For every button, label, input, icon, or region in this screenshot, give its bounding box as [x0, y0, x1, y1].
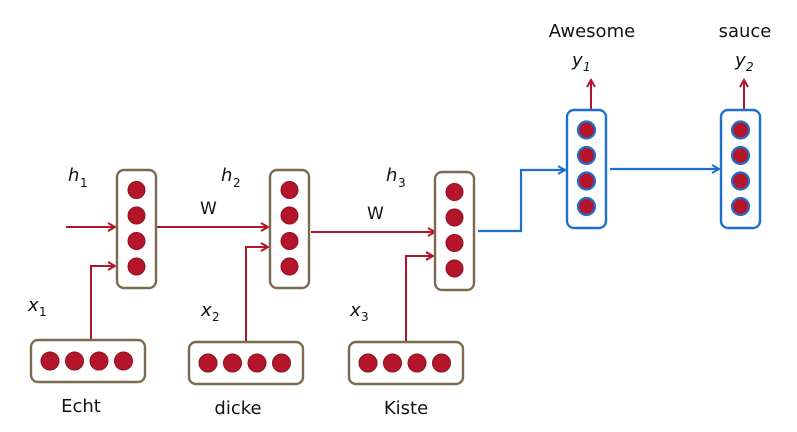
neuron — [358, 353, 378, 373]
neuron — [576, 196, 597, 217]
svg-text:1: 1 — [80, 176, 88, 190]
neuron — [127, 257, 146, 276]
layer-box — [187, 340, 305, 386]
decoder-arrows — [478, 169, 719, 233]
input-arrow-3 — [405, 256, 433, 342]
neuron — [127, 181, 146, 199]
input-label-2: x 2 — [200, 300, 220, 324]
svg-text:y: y — [734, 50, 746, 71]
neuron — [127, 206, 146, 225]
svg-text:2: 2 — [746, 60, 754, 74]
input-word-2: dicke — [214, 398, 261, 419]
recurrent-arrows — [66, 227, 435, 232]
svg-text:x: x — [349, 300, 361, 321]
hidden-layer-3 — [433, 170, 476, 292]
neuron — [280, 206, 299, 225]
input-arrow-1 — [90, 266, 115, 340]
weight-label-2: W — [367, 204, 384, 224]
neuron — [127, 232, 146, 250]
neuron — [730, 120, 751, 140]
svg-text:h: h — [221, 165, 232, 186]
input-layer-3 — [347, 340, 465, 386]
neuron — [445, 208, 464, 227]
hidden-layer-2 — [268, 168, 311, 290]
layer-box — [347, 340, 465, 386]
layer-box — [115, 168, 158, 290]
hidden-layer-1 — [115, 168, 158, 290]
neuron — [247, 353, 267, 373]
neuron — [280, 257, 299, 276]
neuron — [730, 171, 751, 191]
neuron — [223, 353, 242, 373]
output-word-1: Awesome — [549, 21, 635, 42]
neuron — [89, 351, 109, 371]
neuron — [576, 145, 597, 166]
svg-text:1: 1 — [39, 305, 47, 319]
decoder-layer-2 — [719, 108, 762, 230]
neuron — [432, 353, 451, 373]
neuron — [280, 232, 299, 250]
context-arrow — [478, 170, 565, 233]
input-word-1: Echt — [61, 396, 101, 417]
neuron — [576, 120, 597, 140]
layer-box — [29, 338, 147, 384]
neuron — [445, 234, 464, 252]
svg-text:y: y — [571, 50, 583, 71]
layer-box — [719, 108, 762, 230]
neuron — [445, 259, 464, 278]
output-label-1: y 1 — [571, 50, 591, 74]
neuron — [114, 351, 133, 371]
svg-text:2: 2 — [233, 176, 241, 190]
neuron — [40, 351, 60, 371]
input-label-1: x 1 — [27, 295, 47, 319]
layer-box — [565, 108, 608, 230]
output-arrows — [591, 80, 744, 110]
neuron — [383, 353, 402, 373]
input-arrows — [90, 247, 433, 342]
neuron — [730, 196, 751, 217]
svg-text:2: 2 — [212, 310, 220, 324]
svg-text:h: h — [386, 165, 397, 186]
layer-box — [268, 168, 311, 290]
svg-text:h: h — [68, 165, 79, 186]
neuron — [730, 145, 751, 166]
hidden-label-2: h 2 — [221, 165, 241, 190]
output-word-2: sauce — [719, 21, 772, 42]
neuron — [272, 353, 291, 373]
svg-text:3: 3 — [398, 176, 406, 190]
input-layer-2 — [187, 340, 305, 386]
output-label-2: y 2 — [734, 50, 754, 74]
svg-text:3: 3 — [361, 310, 369, 324]
decoder-layer-1 — [565, 108, 608, 230]
neuron — [198, 353, 218, 373]
input-layer-1 — [29, 338, 147, 384]
hidden-label-1: h 1 — [68, 165, 88, 190]
neuron — [65, 351, 84, 371]
neuron — [280, 181, 299, 199]
neuron — [576, 171, 597, 191]
svg-text:1: 1 — [583, 60, 591, 74]
hidden-label-3: h 3 — [386, 165, 406, 190]
input-word-3: Kiste — [384, 398, 428, 419]
input-label-3: x 3 — [349, 300, 369, 324]
input-arrow-2 — [245, 247, 268, 342]
neuron — [407, 353, 427, 373]
layer-box — [433, 170, 476, 292]
svg-text:x: x — [200, 300, 212, 321]
weight-label-1: W — [200, 199, 217, 219]
neuron — [445, 183, 464, 201]
svg-text:x: x — [27, 295, 39, 316]
